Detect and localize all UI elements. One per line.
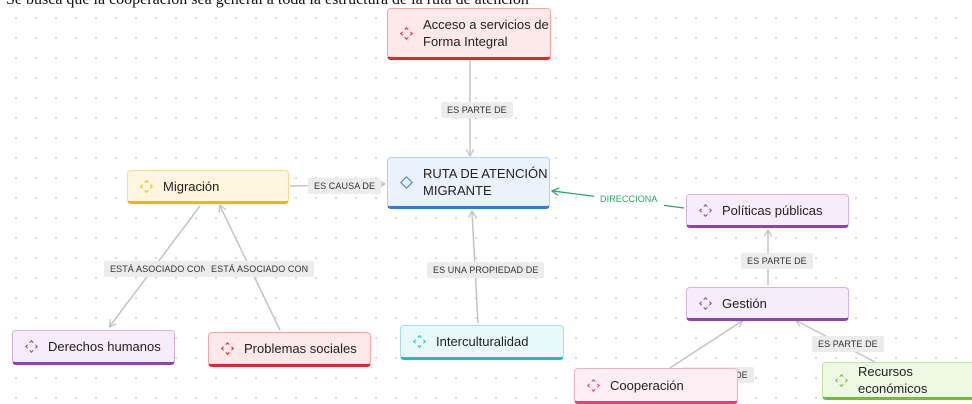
- node-recursos-economicos[interactable]: Recursos económicos: [822, 362, 972, 400]
- edge-label-es-parte-de: ES PARTE DE: [441, 102, 513, 118]
- node-label: Gestión: [722, 295, 767, 311]
- node-problemas-sociales[interactable]: Problemas sociales: [208, 332, 371, 367]
- node-label: Políticas públicas: [722, 202, 823, 218]
- node-derechos-humanos[interactable]: Derechos humanos: [12, 330, 175, 365]
- diamond-icon: [413, 335, 426, 348]
- node-label: Migración: [163, 178, 220, 194]
- node-label: Acceso a servicios de Forma Integral: [423, 17, 549, 49]
- top-caption-text: Se busca que la cooperación sea general …: [0, 0, 972, 10]
- edge-label-asociado-1: ESTÁ ASOCIADO CON: [104, 261, 214, 277]
- edge-label-asociado-2: ESTÁ ASOCIADO CON: [205, 261, 315, 277]
- edge-label-direcciona: DIRECCIONA: [594, 191, 664, 207]
- diamond-icon: [699, 296, 712, 310]
- node-acceso-servicios[interactable]: Acceso a servicios de Forma Integral: [387, 8, 551, 60]
- node-label: Cooperación: [610, 377, 684, 393]
- diamond-icon: [699, 203, 712, 217]
- node-ruta-atencion[interactable]: RUTA DE ATENCIÓN MIGRANTE: [387, 157, 550, 209]
- diamond-icon: [400, 175, 413, 189]
- node-cooperacion[interactable]: Cooperación: [574, 368, 738, 404]
- node-migracion[interactable]: Migración: [127, 170, 289, 204]
- diamond-icon: [25, 340, 38, 353]
- node-label: Problemas sociales: [244, 341, 357, 356]
- diamond-icon: [221, 342, 234, 355]
- edge-cooperacion-gestion: [669, 321, 742, 369]
- node-interculturalidad[interactable]: Interculturalidad: [400, 325, 564, 360]
- edge-label-es-parte-de-4: ES PARTE DE: [812, 336, 884, 352]
- node-label: Interculturalidad: [436, 334, 529, 349]
- diamond-icon: [400, 26, 413, 40]
- edge-label-es-parte-de-2: ES PARTE DE: [741, 253, 813, 269]
- edge-label-es-causa-de: ES CAUSA DE: [308, 178, 382, 194]
- diamond-icon: [587, 378, 600, 392]
- node-label: Derechos humanos: [48, 339, 161, 354]
- edge-label-propiedad: ES UNA PROPIEDAD DE: [427, 262, 545, 278]
- node-label: RUTA DE ATENCIÓN MIGRANTE: [423, 166, 548, 198]
- diamond-icon: [140, 179, 153, 193]
- node-politicas-publicas[interactable]: Políticas públicas: [686, 194, 849, 228]
- diamond-icon: [835, 373, 848, 387]
- node-label: Recursos económicos: [858, 364, 928, 396]
- node-gestion[interactable]: Gestión: [686, 287, 849, 321]
